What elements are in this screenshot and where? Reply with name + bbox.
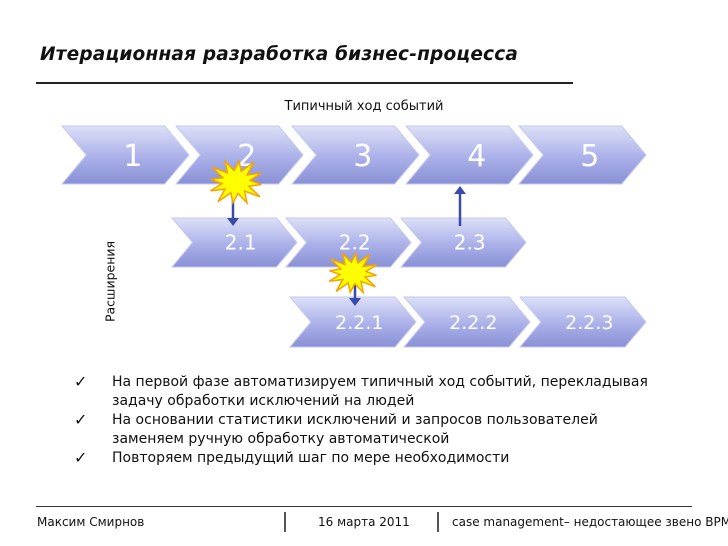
step-label: 2.2.2 [449, 312, 497, 334]
chevron-shape [402, 296, 531, 348]
checkmark-icon: ✓ [74, 372, 88, 391]
footer-date: 16 марта 2011 [318, 515, 410, 529]
checkmark-icon: ✓ [74, 448, 88, 467]
step-label: 2.3 [454, 231, 486, 255]
bullet-list: ✓ На первой фазе автоматизируем типичный… [70, 372, 710, 468]
step-chevron-main: 5 [517, 125, 647, 185]
bullet-item: ✓ На основании статистики исключений и з… [70, 410, 710, 449]
chevron-shape [404, 125, 534, 185]
chevron-shape [174, 125, 304, 185]
chevron-shape [517, 125, 647, 185]
step-label: 5 [580, 139, 599, 174]
step-chevron-extension: 2.2.2 [402, 296, 531, 348]
step-label: 3 [353, 139, 372, 174]
step-chevron-extension: 2.2.3 [518, 296, 647, 348]
bullet-text-line: заменяем ручную обработку автоматической [112, 431, 450, 447]
typical-flow-label: Типичный ход событий [284, 99, 444, 114]
step-chevron-main: 2 [174, 125, 304, 185]
explosion-star-icon [210, 158, 262, 206]
bullet-text-line: На первой фазе автоматизируем типичный х… [112, 374, 648, 390]
chevron-shape [288, 296, 417, 348]
chevron-shape [60, 125, 190, 185]
footer-divider [36, 506, 692, 507]
step-chevron-main: 1 [60, 125, 190, 185]
bullet-item: ✓ На первой фазе автоматизируем типичный… [70, 372, 710, 411]
bullet-text-line: На основании статистики исключений и зап… [112, 412, 598, 428]
extensions-label: Расширения [102, 240, 118, 323]
step-chevron-extension: 2.2.1 [288, 296, 417, 348]
footer-author: Максим Смирнов [37, 515, 145, 529]
bullet-text-line: Повторяем предыдущий шаг по мере необход… [112, 450, 510, 466]
step-label: 2.2.1 [335, 312, 383, 334]
page-title: Итерационная разработка бизнес-процесса [40, 44, 519, 65]
step-label: 2.2.3 [565, 312, 613, 334]
step-chevron-extension: 2.3 [399, 217, 527, 268]
bullet-item: ✓ Повторяем предыдущий шаг по мере необх… [70, 448, 710, 468]
step-label: 2.1 [225, 231, 257, 255]
chevron-shape [170, 217, 298, 268]
footer-topic: case management– недостающее звено BPM [452, 515, 728, 529]
step-label: 1 [123, 139, 142, 174]
step-label: 4 [467, 139, 486, 174]
step-chevron-main: 3 [290, 125, 420, 185]
chevron-shape [518, 296, 647, 348]
bullet-text-line: задачу обработки исключений на людей [112, 393, 415, 409]
footer-separator [284, 512, 286, 532]
chevron-shape [290, 125, 420, 185]
explosion-star-icon [328, 251, 378, 295]
chevron-shape [399, 217, 527, 268]
step-chevron-extension: 2.1 [170, 217, 298, 268]
step-chevron-main: 4 [404, 125, 534, 185]
footer-separator [437, 512, 439, 532]
step-chevron-extension: 2.2 [284, 217, 412, 268]
checkmark-icon: ✓ [74, 410, 88, 429]
title-underline [36, 82, 573, 84]
step-label: 2.2 [339, 231, 371, 255]
flow-arrow [454, 186, 466, 226]
chevron-shape [284, 217, 412, 268]
